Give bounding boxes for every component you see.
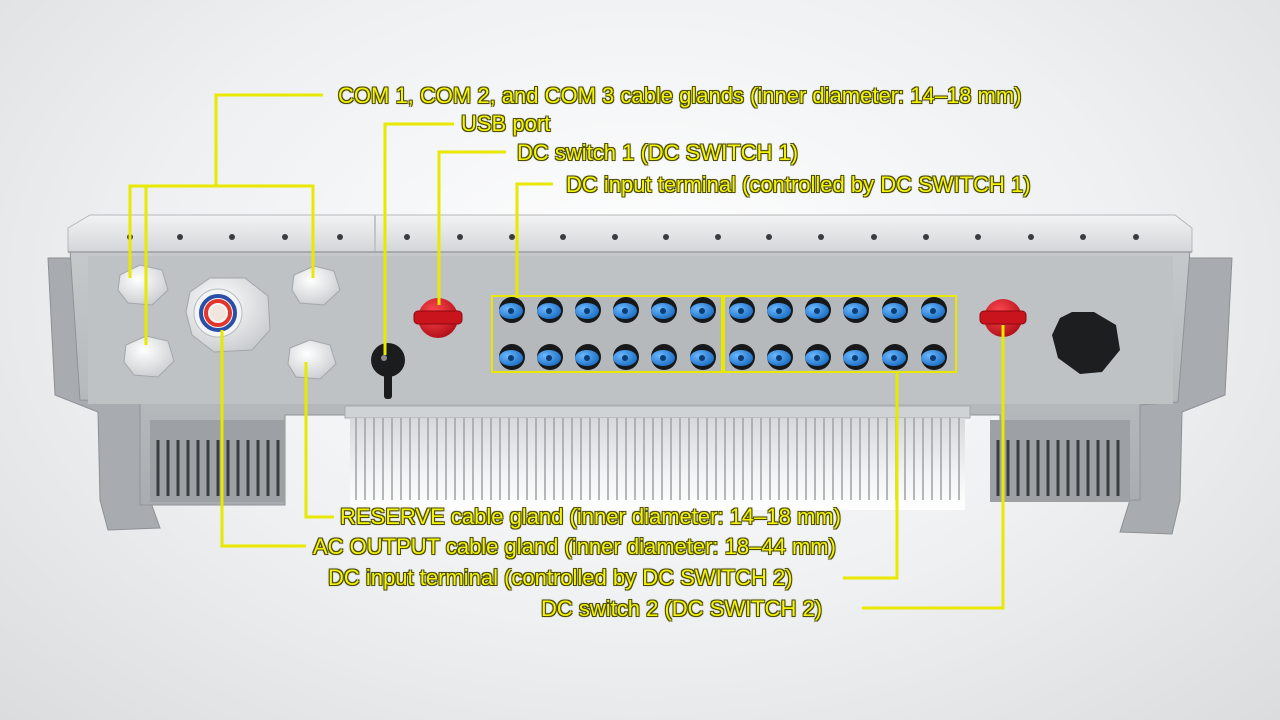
callout-dc-switch-2: DC switch 2 (DC SWITCH 2) [541,596,823,621]
inverter-enclosure [47,214,1233,535]
leader-dc-input-2 [843,372,899,580]
callout-usb-port: USB port [461,111,551,136]
leader-com [214,93,323,186]
ac-output-gland [185,277,271,353]
leader-dc-switch-1 [437,150,506,305]
dc-connector-icon [882,344,908,370]
leader-com-branch [128,184,315,278]
dc-connector-icon [729,297,755,323]
dc-connector-icon [921,297,947,323]
dc-connector-icon [499,297,525,323]
dc-connector-icon [651,344,677,370]
dc-connector-icon [499,344,525,370]
dc-connector-icon [575,297,601,323]
left-vent-grille [150,420,285,502]
callout-dc-input-2: DC input terminal (controlled by DC SWIT… [328,565,793,590]
dc-connector-icon [921,344,947,370]
round-cap [1052,312,1120,374]
dc-connector-icon [767,297,793,323]
rotary-switch-icon [413,298,463,338]
callout-dc-switch-1: DC switch 1 (DC SWITCH 1) [517,140,799,165]
reserve-gland [287,339,337,380]
dc-connector-icon [613,344,639,370]
dc-connector-icon [729,344,755,370]
leader-lines [128,93,1005,610]
dc-terminal-group-1 [491,295,723,373]
com-gland-bottom-left [123,335,175,378]
right-vent-grille [990,420,1130,502]
dc-connector-icon [613,297,639,323]
dc-connector-icon [651,297,677,323]
dc-connector-icon [575,344,601,370]
com-gland-top-right [291,265,341,306]
leader-ac-output [220,330,306,548]
leader-reserve [304,362,334,519]
leader-dc-input-1 [515,182,553,298]
callout-reserve-gland: RESERVE cable gland (inner diameter: 14–… [340,504,841,529]
usb-cap-icon [371,343,405,399]
callout-com-glands: COM 1, COM 2, and COM 3 cable glands (in… [338,83,1022,108]
callout-ac-output-gland: AC OUTPUT cable gland (inner diameter: 1… [313,534,836,559]
leader-dc-switch-2 [862,325,1005,610]
dc-terminal-group-2 [723,295,957,373]
enclosure-cover [67,214,1193,253]
dc-connector-icon [843,344,869,370]
dc-connector-icon [690,344,716,370]
dc-connector-icon [882,297,908,323]
dc-connector-icon [690,297,716,323]
heat-sink [344,405,971,510]
leader-usb [383,122,454,355]
dc-connector-icon [537,297,563,323]
dc-connector-icon [767,344,793,370]
dc-connector-icon [805,297,831,323]
dc-connector-icon [843,297,869,323]
rotary-switch-icon [979,299,1027,337]
dc-connector-icon [805,344,831,370]
callout-dc-input-1: DC input terminal (controlled by DC SWIT… [566,172,1031,197]
dc-connector-icon [537,344,563,370]
